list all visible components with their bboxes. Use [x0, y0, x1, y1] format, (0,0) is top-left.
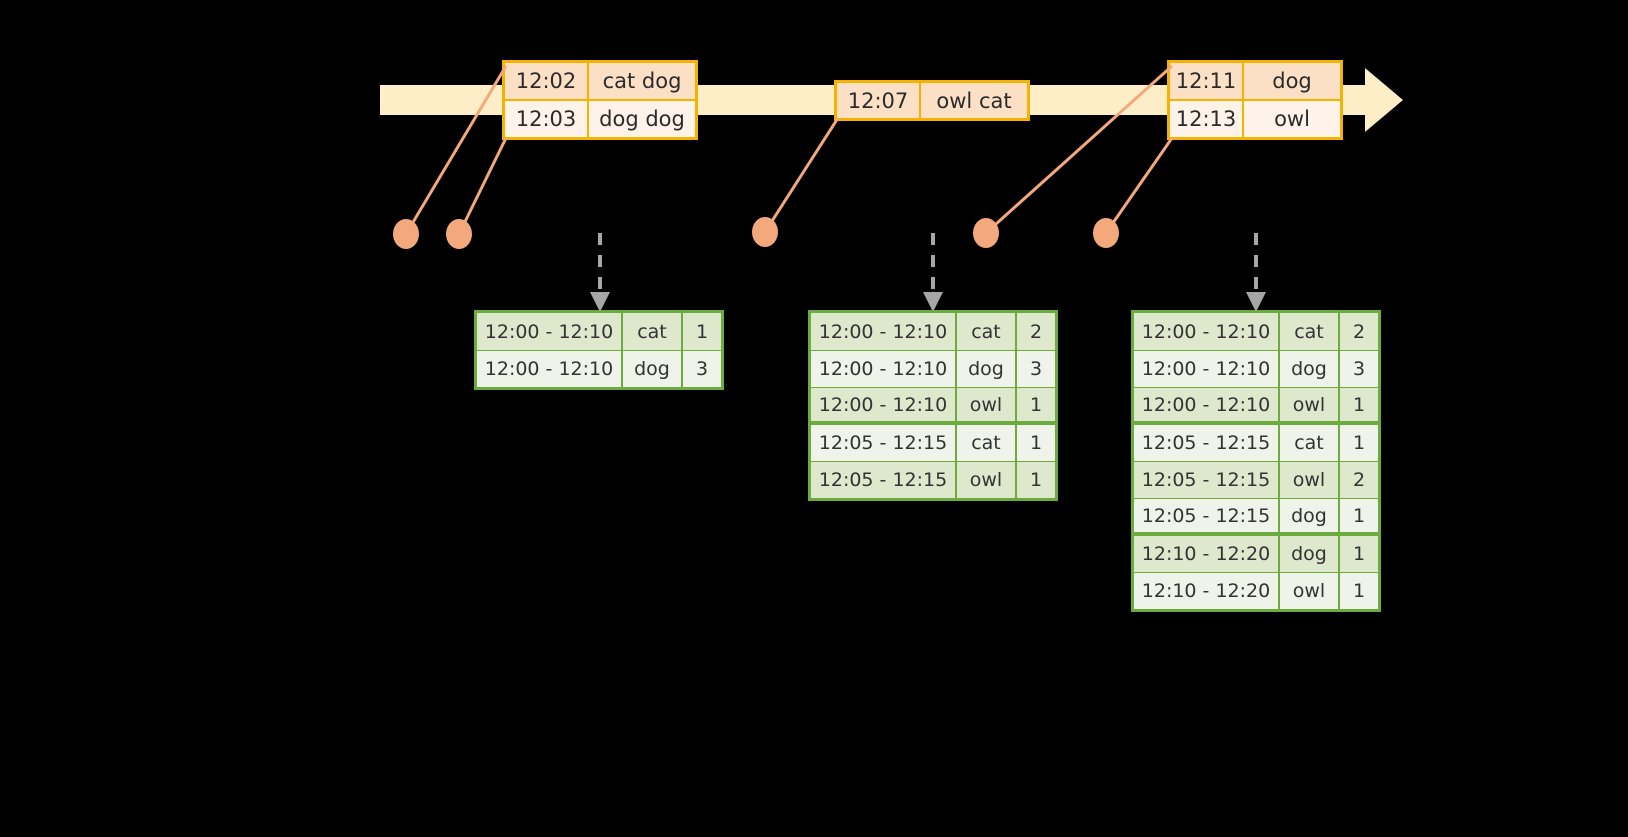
event-row: 12:07 owl cat — [837, 83, 1027, 118]
event-time: 12:07 — [837, 83, 921, 118]
flow-arrow — [1246, 233, 1266, 312]
event-dot[interactable] — [393, 219, 419, 249]
cell-word: dog — [1280, 351, 1340, 387]
flow-arrow — [923, 233, 943, 312]
event-time: 12:03 — [505, 101, 589, 137]
cell-word: dog — [1280, 499, 1340, 532]
cell-count: 1 — [1029, 469, 1043, 491]
cell-word: cat — [957, 313, 1017, 350]
event-group-3[interactable]: 12:11 dog 12:13 owl — [1167, 60, 1343, 140]
cell-window: 12:00 - 12:10 — [1134, 313, 1280, 350]
cell-count: 2 — [1352, 469, 1366, 491]
leader-line — [457, 137, 508, 235]
cell-window: 12:05 - 12:15 — [1134, 462, 1280, 498]
cell-window: 12:00 - 12:10 — [1134, 351, 1280, 387]
event-dot[interactable] — [446, 219, 472, 249]
cell-word: owl — [957, 388, 1017, 421]
cell-count: 1 — [1029, 432, 1043, 454]
cell-window: 12:05 - 12:15 — [811, 462, 957, 498]
cell-window: 12:00 - 12:10 — [811, 313, 957, 350]
cell-word: dog — [957, 351, 1017, 387]
event-words: owl — [1274, 107, 1310, 131]
cell-window: 12:00 - 12:10 — [811, 388, 957, 421]
cell-window: 12:10 - 12:20 — [1134, 536, 1280, 572]
cell-window: 12:05 - 12:15 — [1134, 425, 1280, 461]
cell-word: cat — [623, 313, 683, 350]
event-dot[interactable] — [973, 218, 999, 248]
cell-word: cat — [957, 425, 1017, 461]
event-words: dog dog — [599, 107, 685, 131]
cell-count: 1 — [695, 320, 709, 343]
cell-count: 2 — [1029, 320, 1043, 343]
event-time: 12:11 — [1170, 63, 1244, 99]
leader-line — [763, 117, 840, 233]
event-time: 12:13 — [1170, 101, 1244, 137]
event-words: dog — [1272, 69, 1312, 93]
cell-window: 12:10 - 12:20 — [1134, 573, 1280, 609]
event-row: 12:13 owl — [1170, 99, 1340, 137]
cell-word: dog — [1280, 536, 1340, 572]
event-group-2[interactable]: 12:07 owl cat — [834, 80, 1030, 121]
cell-window: 12:05 - 12:15 — [811, 425, 957, 461]
cell-count: 3 — [695, 358, 709, 380]
timeline-arrowhead — [1365, 68, 1403, 132]
cell-count: 1 — [1352, 393, 1366, 416]
event-group-1[interactable]: 12:02 cat dog 12:03 dog dog — [502, 60, 698, 140]
cell-count: 1 — [1352, 580, 1366, 602]
cell-count: 2 — [1352, 320, 1366, 343]
cell-window: 12:00 - 12:10 — [477, 313, 623, 350]
leader-line — [1104, 137, 1174, 234]
cell-window: 12:00 - 12:10 — [477, 351, 623, 387]
cell-window: 12:00 - 12:10 — [1134, 388, 1280, 421]
event-row: 12:03 dog dog — [505, 99, 695, 137]
event-dot[interactable] — [1093, 218, 1119, 248]
event-row: 12:11 dog — [1170, 63, 1340, 99]
cell-window: 12:05 - 12:15 — [1134, 499, 1280, 532]
cell-word: cat — [1280, 313, 1340, 350]
event-dot[interactable] — [752, 217, 778, 247]
event-time: 12:02 — [505, 63, 589, 99]
cell-count: 1 — [1352, 543, 1366, 565]
event-words: cat dog — [602, 69, 682, 93]
cell-count: 1 — [1352, 432, 1366, 454]
cell-word: cat — [1280, 425, 1340, 461]
cell-count: 3 — [1029, 358, 1043, 380]
cell-word: owl — [957, 462, 1017, 498]
cell-word: owl — [1280, 388, 1340, 421]
cell-window: 12:00 - 12:10 — [811, 351, 957, 387]
cell-count: 3 — [1352, 358, 1366, 380]
cell-word: owl — [1280, 462, 1340, 498]
cell-word: owl — [1280, 573, 1340, 609]
cell-count: 1 — [1352, 504, 1366, 527]
cell-count: 1 — [1029, 393, 1043, 416]
flow-arrow — [590, 233, 610, 312]
cell-word: dog — [623, 351, 683, 387]
event-row: 12:02 cat dog — [505, 63, 695, 99]
event-words: owl cat — [936, 88, 1012, 113]
